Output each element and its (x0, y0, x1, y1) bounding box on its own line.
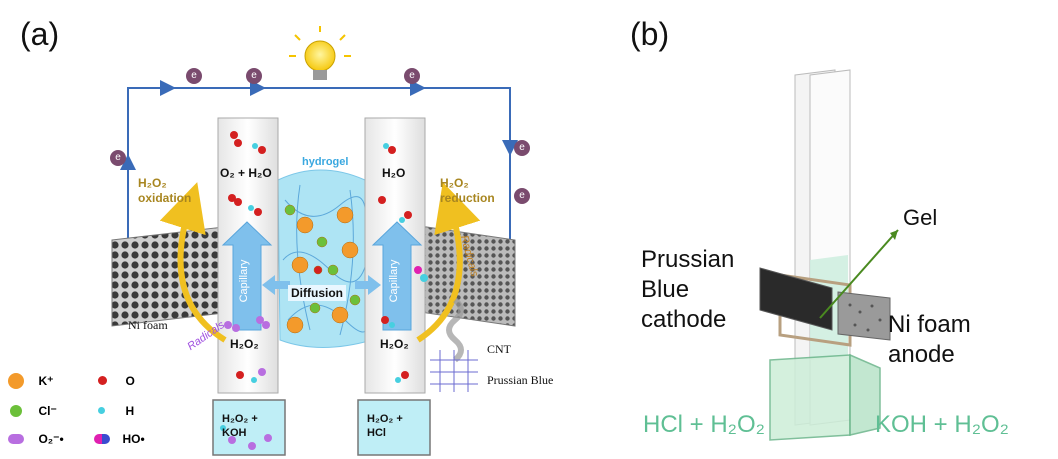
right-solution-label: KOH + H₂O₂ (875, 411, 1009, 438)
cnt-coil (446, 297, 464, 363)
panel-a-label: (a) (20, 16, 60, 52)
right-top-products: H₂O (382, 166, 406, 180)
superoxide-swatch (8, 433, 24, 444)
right-beaker (357, 399, 431, 456)
capillary-label-left: Capillary (238, 259, 250, 303)
capillary-label-right: Capillary (388, 259, 400, 303)
reduction-curve (416, 182, 481, 343)
electron-badge: e (246, 68, 262, 84)
left-top-products: O₂ + H₂O (220, 166, 272, 180)
electron-badge: e (186, 68, 202, 84)
right-beaker-label: H₂O₂ +HCl (367, 413, 403, 439)
cnt-label: CNT (487, 342, 511, 356)
oxidation-curve (159, 182, 227, 343)
o-swatch (98, 376, 107, 386)
diffusion-label: Diffusion (288, 285, 346, 301)
cl-ion-swatch (10, 404, 22, 417)
panel-b-device (759, 69, 899, 441)
h-swatch (98, 407, 105, 415)
legend-item: H (98, 402, 134, 420)
electron-badge: e (110, 150, 126, 166)
ni-foam-label: Ni foam (128, 318, 168, 332)
panel-b-label: (b) (630, 16, 670, 52)
panel-a-diagram (111, 26, 518, 456)
diffusion-arrow-left (262, 275, 290, 295)
capillary-arrow-left (221, 221, 273, 331)
legend-item: Cl⁻ (10, 402, 57, 420)
molecules (224, 131, 428, 383)
hydroxyl-swatch (94, 433, 110, 444)
legend-item: HO• (94, 430, 145, 448)
diffusion-arrow-right (355, 275, 381, 295)
lightbulb-icon (289, 26, 351, 80)
ions (284, 204, 361, 334)
left-solution-label: HCl + H₂O₂ (643, 411, 765, 438)
legend-item: O (98, 372, 135, 390)
ni-foam-electrode (111, 225, 233, 327)
left-beaker-label: H₂O₂ +KOH (222, 413, 258, 439)
right-bottom-label: H₂O₂ (380, 337, 409, 351)
gel-label: Gel (903, 205, 938, 230)
beaker-molecules (220, 425, 272, 450)
k-ion-swatch (8, 372, 24, 389)
electron-badge: e (514, 140, 530, 156)
legend-item: O₂⁻• (8, 430, 64, 448)
hydrogel-label: hydrogel (302, 156, 349, 168)
electron-badge: e (404, 68, 420, 84)
legend-item: K⁺ (8, 372, 53, 390)
capillary-arrow-right (371, 221, 423, 331)
prussian-blue-label: Prussian Blue (487, 373, 554, 387)
electron-badge: e (514, 188, 530, 204)
prussian-blue-lattice (430, 350, 478, 392)
left-bottom-label: H₂O₂ (230, 337, 259, 351)
